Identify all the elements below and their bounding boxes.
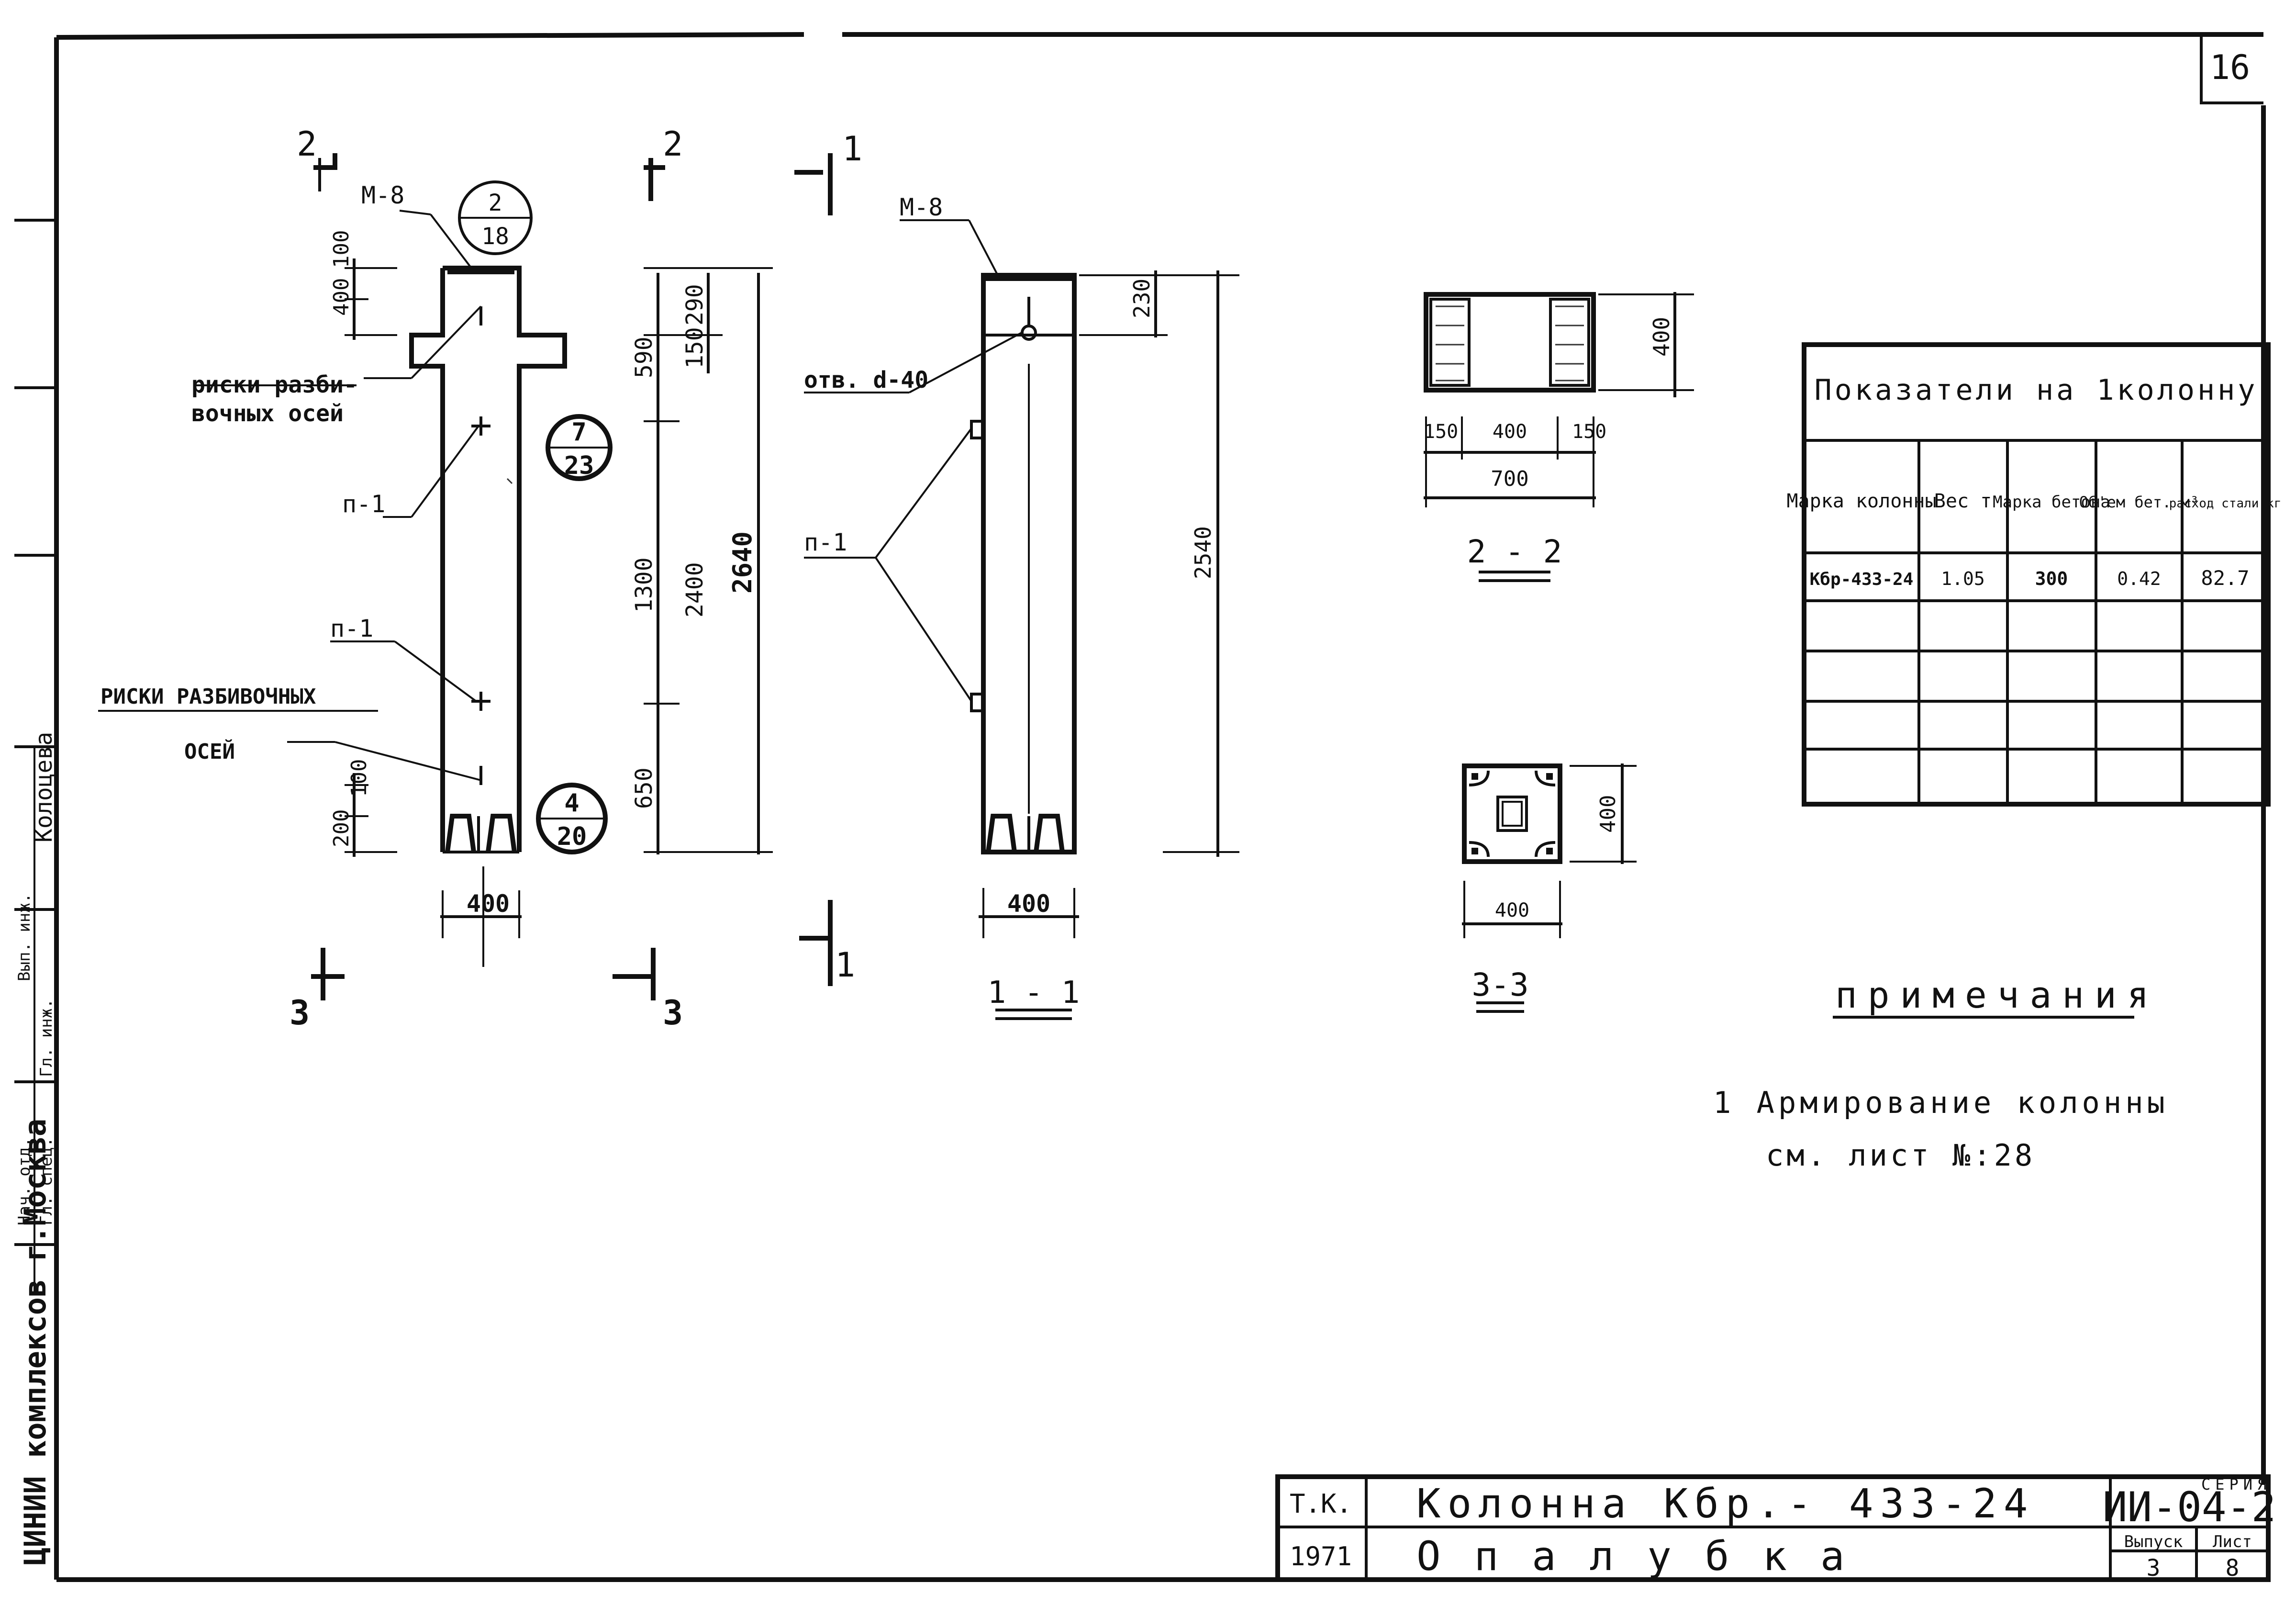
table-header-1: Марка колонны bbox=[1786, 490, 1936, 512]
title-block-issue-label: Выпуск bbox=[2124, 1532, 2183, 1551]
axis-marks-label-1: риски разби- bbox=[191, 371, 357, 398]
bubble-mid-den: 23 bbox=[564, 451, 594, 480]
title-block-sheet: 8 bbox=[2226, 1555, 2240, 1582]
section-2-2-dim-400: 400 bbox=[1649, 317, 1674, 357]
section-1-1-cut-top: 1 bbox=[842, 129, 862, 168]
side-stamp bbox=[14, 219, 56, 1292]
section-3-3-dim-400h: 400 bbox=[1495, 899, 1529, 921]
table-cell-concrete: 300 bbox=[2035, 568, 2068, 589]
section-2-2-dim-400b: 400 bbox=[1493, 421, 1527, 443]
title-block-year: 1971 bbox=[1290, 1541, 1352, 1571]
cut-3-left-label: 3 bbox=[290, 993, 310, 1033]
section-3-3-title: 3-3 bbox=[1471, 966, 1528, 1003]
notes-heading: примечания bbox=[1835, 974, 2160, 1016]
elevation-m8-label: М-8 bbox=[361, 181, 404, 209]
section-2-2 bbox=[1424, 292, 1694, 582]
column-elevation bbox=[409, 266, 567, 853]
dim-650: 650 bbox=[631, 767, 658, 809]
bubble-top-num: 2 bbox=[489, 190, 502, 216]
table-cell-mark: Кбр-433-24 bbox=[1810, 570, 1914, 589]
title-block-tk: Т.К. bbox=[1290, 1489, 1352, 1519]
section-3-3 bbox=[1462, 763, 1637, 1013]
table-header-5: расход стали кг bbox=[2169, 496, 2282, 511]
table-header-2: Вес т bbox=[1934, 490, 1992, 512]
table-cell-volume: 0.42 bbox=[2117, 568, 2161, 589]
bubble-bot-num: 4 bbox=[564, 789, 579, 818]
section-2-2-dim-150b: 150 bbox=[1572, 421, 1606, 443]
dim-width-400: 400 bbox=[467, 890, 510, 918]
bubble-bot bbox=[536, 783, 608, 854]
table-cell-weight: 1.05 bbox=[1941, 568, 1985, 589]
table-header-4: Об'ем бет. м³ bbox=[2079, 493, 2199, 511]
section-1-1-cut-bottom: 1 bbox=[835, 945, 855, 985]
dim-590: 590 bbox=[631, 337, 658, 378]
notes-line-2: см. лист №:28 bbox=[1766, 1138, 2035, 1173]
title-block-title: Колонна Кбр.- 433-24 bbox=[1416, 1480, 2034, 1527]
dim-1300: 1300 bbox=[631, 557, 658, 613]
title-block-sheet-label: Лист bbox=[2213, 1532, 2252, 1551]
title-block-series-label: СЕРИЯ bbox=[2201, 1475, 2271, 1493]
axis-marks-label-3: РИСКИ РАЗБИВОЧНЫХ bbox=[100, 685, 316, 709]
section-3-3-dim-400v: 400 bbox=[1596, 795, 1620, 833]
dim-100-top: 100 bbox=[329, 230, 354, 268]
section-2-2-dim-700: 700 bbox=[1491, 467, 1528, 491]
bubble-bot-den: 20 bbox=[557, 822, 587, 851]
table-header-3: Марка бетона bbox=[1993, 493, 2110, 512]
hole-label: отв. d-40 bbox=[804, 367, 928, 393]
rebar-label-2: п-1 bbox=[330, 615, 373, 642]
bubble-mid bbox=[546, 414, 613, 481]
side-label-3: Гл. инж. bbox=[37, 999, 56, 1077]
bubble-top bbox=[458, 180, 533, 255]
bubble-top-den: 18 bbox=[481, 223, 509, 250]
table-title: Показатели на 1колонну bbox=[1815, 373, 2258, 407]
section-2-2-title: 2 - 2 bbox=[1467, 533, 1562, 570]
cut-2-right-label: 2 bbox=[663, 124, 683, 164]
sheet-frame bbox=[54, 32, 2268, 1582]
cut-3-right-label: 3 bbox=[663, 993, 683, 1033]
side-label-4: Вып. инж. bbox=[15, 893, 34, 981]
side-stamp-text: ЦИНИИ комплексов г.Москва bbox=[18, 1119, 53, 1565]
section-1-1-m8-label: М-8 bbox=[900, 193, 943, 221]
indicators-table bbox=[1802, 342, 2271, 807]
bubble-mid-num: 7 bbox=[571, 418, 586, 447]
table-cell-steel: 82.7 bbox=[2201, 566, 2249, 590]
section-1-1-rebar-label: п-1 bbox=[804, 528, 847, 556]
cut-markers-elevation bbox=[311, 153, 665, 1000]
dim-2640: 2640 bbox=[727, 531, 758, 594]
dim-100-bottom: 100 bbox=[347, 759, 371, 797]
title-block-subtitle: Опалубка bbox=[1416, 1533, 1878, 1580]
title-block-issue: 3 bbox=[2147, 1555, 2161, 1582]
page-number: 16 bbox=[2210, 48, 2250, 87]
section-2-2-dim-150a: 150 bbox=[1424, 421, 1458, 443]
side-label-5: Колоцева bbox=[31, 732, 57, 842]
elevation-dimensions bbox=[345, 258, 773, 967]
axis-marks-label-2: вочных осей bbox=[191, 400, 344, 427]
section-1-1 bbox=[794, 153, 1239, 1020]
dim-2400: 2400 bbox=[681, 562, 708, 617]
axis-marks-label-4: ОСЕЙ bbox=[184, 739, 235, 764]
dim-200-bottom: 200 bbox=[329, 809, 354, 847]
title-block-series: ИИ-04-2 bbox=[2103, 1483, 2276, 1531]
section-1-1-width: 400 bbox=[1007, 890, 1050, 918]
elevation-leaders bbox=[98, 210, 482, 781]
rebar-label-1: п-1 bbox=[342, 490, 385, 518]
dim-400-top: 400 bbox=[329, 278, 354, 316]
dim-2540: 2540 bbox=[1190, 526, 1216, 579]
title-block bbox=[1275, 1474, 2271, 1582]
notes-line-1: 1 Армирование колонны bbox=[1713, 1085, 2169, 1120]
cut-2-left-label: 2 bbox=[297, 124, 317, 164]
dim-230: 230 bbox=[1129, 279, 1155, 318]
side-label-2: Гл. спец. bbox=[37, 1137, 56, 1225]
dim-290: 290 bbox=[681, 284, 708, 325]
section-1-1-title: 1 - 1 bbox=[988, 975, 1080, 1010]
dim-150: 150 bbox=[681, 327, 708, 369]
side-label-1: Нач. отд. bbox=[15, 1137, 34, 1225]
